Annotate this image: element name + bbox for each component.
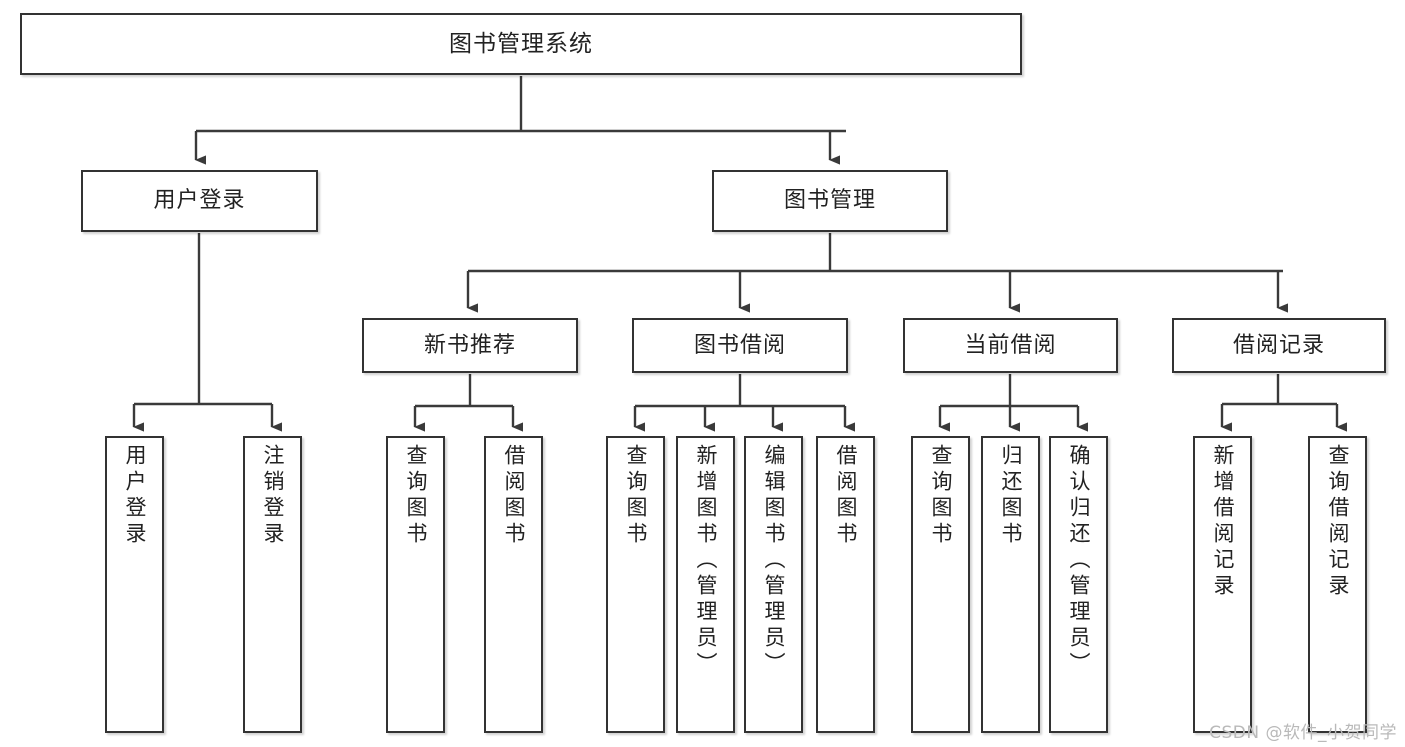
node-leaf-borrow-book[interactable]: 借阅图书 (816, 436, 875, 733)
node-label: 查询借阅记录 (1326, 444, 1350, 600)
node-label: 借阅图书 (834, 444, 858, 548)
node-label: 新书推荐 (423, 332, 516, 358)
node-leaf-add-borrow-record[interactable]: 新增借阅记录 (1193, 436, 1252, 733)
node-book-management[interactable]: 图书管理 (712, 170, 948, 232)
node-leaf-confirm-return-admin[interactable]: 确认归还（管理员） (1049, 436, 1108, 733)
node-label: 注销登录 (261, 444, 285, 548)
node-leaf-edit-book-admin[interactable]: 编辑图书（管理员） (744, 436, 803, 733)
node-leaf-query-borrow-record[interactable]: 查询借阅记录 (1308, 436, 1367, 733)
node-label: 图书借阅 (693, 332, 786, 358)
node-leaf-query-book-current[interactable]: 查询图书 (911, 436, 970, 733)
node-label: 新增图书（管理员） (694, 444, 718, 678)
node-label: 查询图书 (404, 444, 428, 548)
node-label: 图书管理 (783, 188, 876, 214)
node-label: 确认归还（管理员） (1067, 444, 1091, 678)
node-new-book-recommend[interactable]: 新书推荐 (362, 318, 578, 373)
node-leaf-query-book-borrow[interactable]: 查询图书 (606, 436, 665, 733)
node-label: 图书管理系统 (449, 30, 593, 57)
node-leaf-add-book-admin[interactable]: 新增图书（管理员） (676, 436, 735, 733)
node-leaf-return-book[interactable]: 归还图书 (981, 436, 1040, 733)
node-label: 查询图书 (929, 444, 953, 548)
node-label: 查询图书 (624, 444, 648, 548)
node-label: 编辑图书（管理员） (762, 444, 786, 678)
node-user-login[interactable]: 用户登录 (81, 170, 318, 232)
node-label: 当前借阅 (964, 332, 1057, 358)
node-label: 用户登录 (123, 444, 147, 548)
node-leaf-borrow-book-recommend[interactable]: 借阅图书 (484, 436, 543, 733)
node-leaf-query-book-recommend[interactable]: 查询图书 (386, 436, 445, 733)
node-label: 归还图书 (999, 444, 1023, 548)
node-label: 借阅记录 (1232, 332, 1325, 358)
node-current-borrow[interactable]: 当前借阅 (903, 318, 1118, 373)
node-borrow-record[interactable]: 借阅记录 (1172, 318, 1386, 373)
node-label: 借阅图书 (502, 444, 526, 548)
node-leaf-logout[interactable]: 注销登录 (243, 436, 302, 733)
node-label: 用户登录 (153, 188, 246, 214)
node-label: 新增借阅记录 (1211, 444, 1235, 600)
node-leaf-user-login[interactable]: 用户登录 (105, 436, 164, 733)
node-root-book-management-system[interactable]: 图书管理系统 (20, 13, 1022, 75)
node-book-borrow[interactable]: 图书借阅 (632, 318, 848, 373)
